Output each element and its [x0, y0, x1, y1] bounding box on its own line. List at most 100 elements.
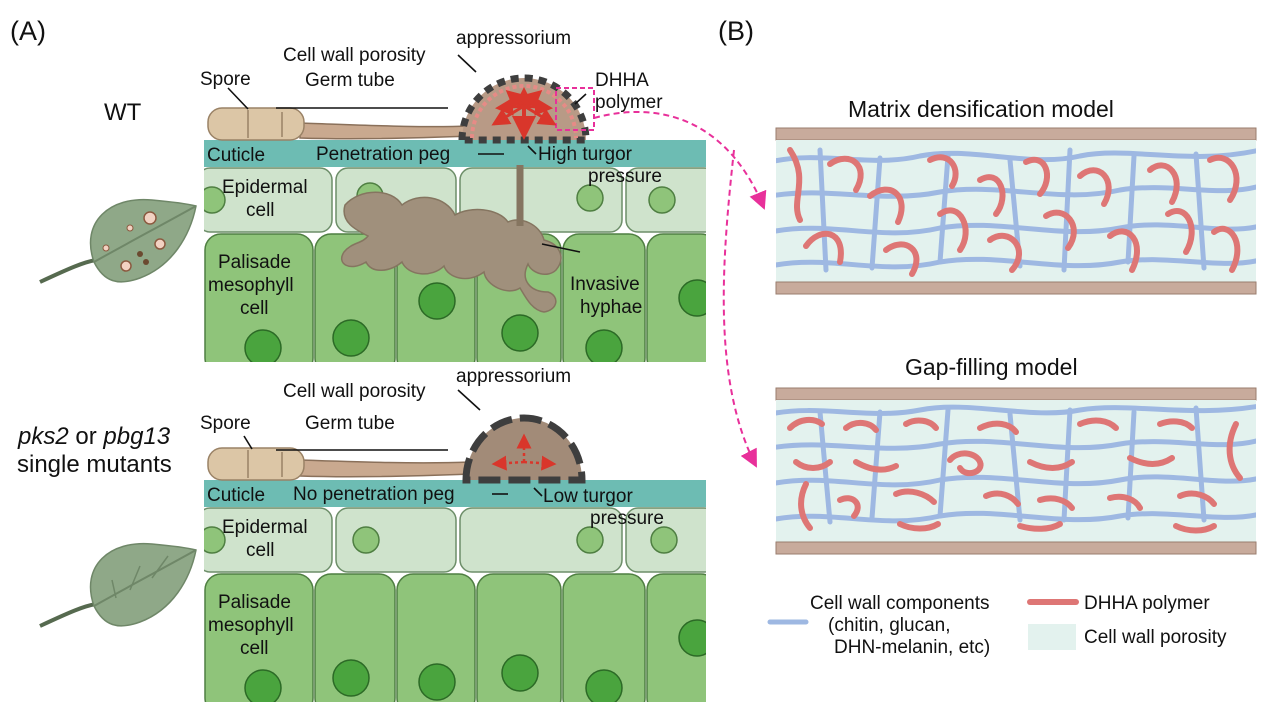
mutant-germ-tube-label: Germ tube [305, 413, 395, 434]
wt-leaders [227, 54, 587, 253]
wt-tissue [204, 140, 706, 362]
wt-invasive-label-2: hyphae [580, 297, 642, 318]
palisade-cell [562, 573, 646, 702]
wt-turgor-arrows [491, 87, 557, 140]
wt-epidermal-layer [204, 167, 706, 233]
mutant-palisade-label-2: mesophyll [208, 615, 294, 636]
wt-palisade-label-2: mesophyll [208, 275, 294, 296]
wt-cuticle-label: Cuticle [207, 145, 265, 166]
mutant-spore-label: Spore [200, 413, 251, 434]
mutant-palisade-layer [204, 572, 706, 702]
mutant-turgor-label-1: Low turgor [543, 486, 633, 507]
mutant-epidermal-layer [204, 507, 706, 573]
palisade-cell [204, 573, 314, 702]
wt-strain-label: WT [104, 99, 142, 126]
chloroplast [501, 314, 539, 352]
zoom-arrows [593, 111, 767, 468]
mutant-strain-mid: or [69, 423, 104, 450]
wt-dhha-layer [470, 84, 578, 139]
wall-band-top [775, 127, 1257, 141]
chloroplast [244, 329, 282, 362]
wt-appressorium-label: appressorium [456, 28, 571, 49]
mutant-no-peg-label: No penetration peg [293, 484, 455, 505]
mutant-cuticle-label: Cuticle [207, 485, 265, 506]
nucleus [204, 526, 226, 554]
mutant-appressorium-label: appressorium [456, 366, 571, 387]
mutant-epidermal-label-2: cell [246, 540, 275, 561]
mutant-leaf-icon [39, 542, 197, 628]
wt-dhha-label-2: polymer [595, 92, 663, 113]
model1-title: Matrix densification model [848, 96, 1114, 122]
model1-fibers [776, 147, 1256, 277]
wt-turgor-label-1: High turgor [538, 144, 633, 165]
mutant-germ-tube [299, 459, 471, 478]
wt-turgor-label-2: pressure [588, 166, 662, 187]
wt-cell-wall-porosity-label: Cell wall porosity [283, 45, 426, 66]
chloroplast [501, 654, 539, 692]
epidermal-cell [335, 507, 457, 573]
mutant-turgor-arrows [491, 433, 557, 471]
legend-dhha-label: DHHA polymer [1084, 593, 1210, 614]
wt-spore-label: Spore [200, 69, 251, 90]
mutant-turgor-label-2: pressure [590, 508, 664, 529]
wall-band-bottom [775, 541, 1257, 555]
chloroplast [418, 282, 456, 320]
nucleus [650, 526, 678, 554]
wt-germ-tube-label: Germ tube [305, 70, 395, 91]
mutant-palisade-label-3: cell [240, 638, 269, 659]
nucleus [576, 184, 604, 212]
legend-components-line1: Cell wall components [810, 593, 990, 614]
chloroplast [678, 279, 706, 317]
chloroplast [678, 619, 706, 657]
wt-invasive-label-1: Invasive [570, 274, 640, 295]
palisade-cell [476, 573, 562, 702]
chloroplast [585, 329, 623, 362]
mutant-fungus-surface [207, 414, 586, 484]
mutant-leaders [243, 389, 543, 497]
palisade-cell [562, 233, 646, 362]
mutant-strain-italic-2: pbg13 [102, 423, 170, 450]
epidermal-cell [459, 507, 623, 573]
chloroplast [332, 319, 370, 357]
panel-b-label: (B) [718, 16, 754, 46]
wt-cuticle [204, 140, 706, 167]
mutant-palisade-label-1: Palisade [218, 592, 291, 613]
model2-fibers [776, 404, 1256, 534]
nucleus [576, 526, 604, 554]
wt-germ-tube [299, 122, 471, 140]
mutant-tissue [204, 480, 706, 702]
legend-components-line3: DHN-melanin, etc) [834, 637, 990, 658]
chloroplast [332, 659, 370, 697]
mutant-epidermal-label-1: Epidermal [222, 517, 308, 538]
mutant-cell-wall-porosity-label: Cell wall porosity [283, 381, 426, 402]
wall-band-top [775, 387, 1257, 401]
model2-title: Gap-filling model [905, 354, 1078, 380]
mutant-strain-label-1: pks2 or pbg13 [17, 423, 171, 450]
palisade-cell [646, 233, 706, 362]
nucleus [352, 526, 380, 554]
wt-palisade-label-3: cell [240, 298, 269, 319]
wall-band-bottom [775, 281, 1257, 295]
wt-leaf-icon [39, 198, 197, 284]
mutant-strain-label-2: single mutants [17, 451, 172, 478]
chloroplast [418, 663, 456, 701]
wt-invasive-hyphae [341, 165, 562, 313]
legend-porosity-swatch [1028, 624, 1076, 650]
wt-palisade-label-1: Palisade [218, 252, 291, 273]
nucleus [204, 186, 226, 214]
mutant-spore [207, 447, 305, 481]
nucleus [648, 186, 676, 214]
legend-components-line2: (chitin, glucan, [828, 615, 951, 636]
wt-penetration-peg-label: Penetration peg [316, 144, 450, 165]
wt-spore [207, 107, 305, 141]
mutant-strain-italic-1: pks2 [17, 423, 69, 450]
wt-epidermal-label-2: cell [246, 200, 275, 221]
legend: Cell wall components (chitin, glucan, DH… [767, 593, 1227, 658]
wt-dhha-label-1: DHHA [595, 70, 649, 91]
chloroplast [585, 669, 623, 702]
epidermal-cell [204, 507, 333, 573]
panel-a-label: (A) [10, 16, 46, 46]
epidermal-cell [204, 167, 333, 233]
palisade-cell [396, 573, 476, 702]
